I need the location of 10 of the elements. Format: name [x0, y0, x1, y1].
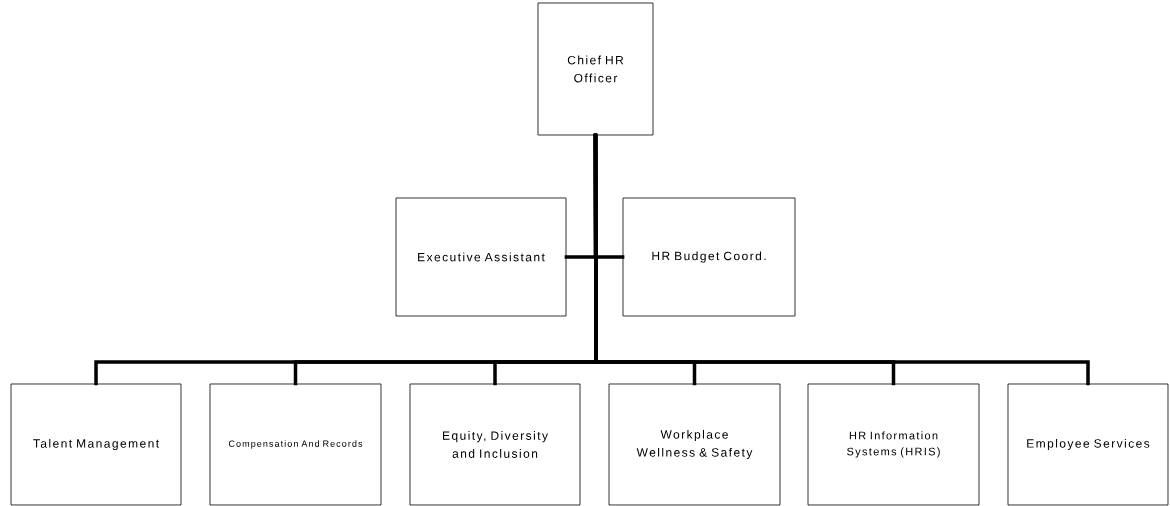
org-box: Executive Assistant — [395, 197, 567, 317]
org-box: Chief HR Officer — [537, 2, 654, 136]
org-box: Compensation And Records — [209, 383, 382, 506]
org-box: Employee Services — [1007, 383, 1169, 506]
org-box: Workplace Wellness & Safety — [608, 383, 781, 506]
org-box: HR Budget Coord. — [622, 197, 796, 317]
org-box: HR Information Systems (HRIS) — [807, 383, 980, 506]
connector-line — [593, 133, 1090, 386]
org-box: Talent Management — [10, 383, 182, 506]
org-box: Equity, Diversity and Inclusion — [409, 383, 581, 506]
